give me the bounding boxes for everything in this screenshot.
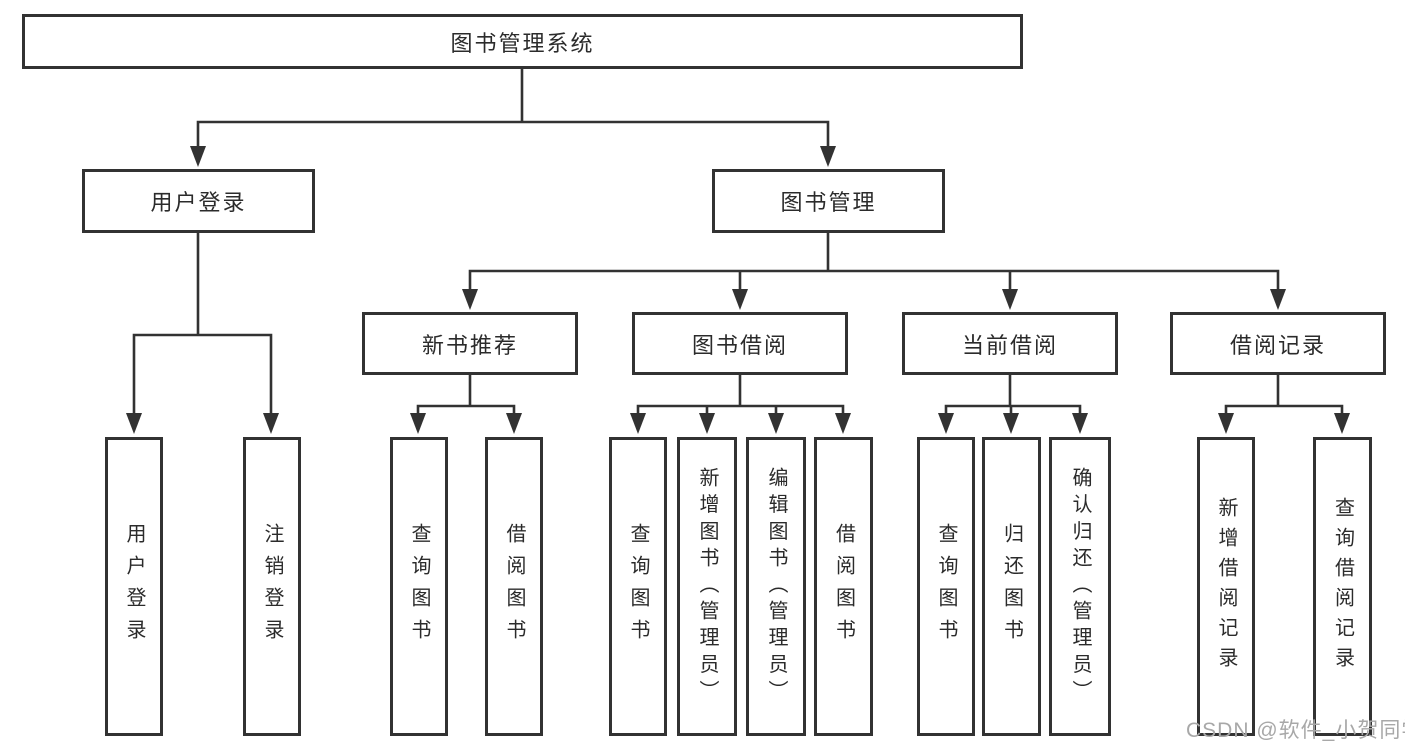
node-label: 确认归还（管理员）: [1069, 466, 1091, 707]
connector-book-mgmt-children: [468, 231, 1280, 295]
leaf-edit-book-admin: 编辑图书（管理员）: [746, 437, 806, 736]
arrowhead-icon: [630, 413, 646, 434]
leaf-confirm-return-admin: 确认归还（管理员）: [1049, 437, 1111, 736]
arrowhead-icon: [190, 146, 206, 167]
node-label: 查询图书: [935, 522, 957, 651]
node-user-login: 用户登录: [82, 169, 315, 233]
node-label: 新书推荐: [421, 332, 518, 358]
csdn-watermark: CSDN @软件_小贺同学: [1186, 719, 1405, 742]
arrowhead-icon: [732, 289, 748, 310]
node-label: 借阅记录: [1229, 332, 1326, 358]
leaf-logout: 注销登录: [243, 437, 301, 736]
arrowhead-icon: [410, 413, 426, 434]
leaf-query-book-2: 查询图书: [609, 437, 667, 736]
arrowhead-icon: [126, 413, 142, 434]
connector-user-login-children: [132, 231, 273, 420]
arrowhead-icon: [1072, 413, 1088, 434]
arrowhead-icon: [768, 413, 784, 434]
arrowhead-icon: [835, 413, 851, 434]
arrowhead-icon: [1270, 289, 1286, 310]
arrowhead-icon: [1334, 413, 1350, 434]
node-book-management: 图书管理: [712, 169, 945, 233]
node-label: 注销登录: [261, 522, 283, 651]
node-label: 归还图书: [1000, 522, 1023, 651]
leaf-add-book-admin: 新增图书（管理员）: [677, 437, 737, 736]
arrowhead-icon: [1218, 413, 1234, 434]
node-label: 用户登录: [123, 522, 145, 651]
node-label: 借阅图书: [832, 522, 855, 651]
node-library-management-system: 图书管理系统: [22, 14, 1023, 69]
leaf-query-book-3: 查询图书: [917, 437, 975, 736]
node-label: 查询借阅记录: [1331, 496, 1354, 677]
node-label: 查询图书: [627, 522, 649, 651]
connector-root-to-level2: [196, 67, 830, 152]
leaf-borrow-book-2: 借阅图书: [814, 437, 873, 736]
connector-book-borrow-children: [636, 373, 845, 420]
arrowhead-icon: [938, 413, 954, 434]
arrowhead-icon: [506, 413, 522, 434]
arrowhead-icon: [1003, 413, 1019, 434]
node-label: 编辑图书（管理员）: [765, 466, 787, 707]
node-label: 用户登录: [150, 190, 247, 215]
node-current-borrow: 当前借阅: [902, 312, 1118, 375]
node-book-borrow: 图书借阅: [632, 312, 848, 375]
node-label: 新增借阅记录: [1215, 496, 1237, 677]
leaf-query-book-1: 查询图书: [390, 437, 448, 736]
leaf-query-borrow-record: 查询借阅记录: [1313, 437, 1372, 736]
node-label: 新增图书（管理员）: [696, 466, 718, 707]
node-label: 当前借阅: [961, 332, 1058, 358]
node-new-book-recommend: 新书推荐: [362, 312, 578, 375]
connector-borrow-records-children: [1224, 373, 1344, 420]
leaf-user-login: 用户登录: [105, 437, 163, 736]
arrowhead-icon: [263, 413, 279, 434]
connector-new-book-children: [416, 373, 516, 420]
node-label: 图书借阅: [691, 332, 788, 358]
leaf-borrow-book-1: 借阅图书: [485, 437, 543, 736]
connector-current-borrow-children: [944, 373, 1082, 420]
arrowhead-icon: [1002, 289, 1018, 310]
arrowhead-icon: [699, 413, 715, 434]
node-label: 图书管理系统: [450, 30, 595, 56]
leaf-add-borrow-record: 新增借阅记录: [1197, 437, 1255, 736]
arrowhead-icon: [462, 289, 478, 310]
leaf-return-book: 归还图书: [982, 437, 1041, 736]
node-label: 查询图书: [408, 522, 430, 651]
node-borrow-records: 借阅记录: [1170, 312, 1386, 375]
node-label: 图书管理: [780, 190, 877, 215]
arrowhead-icon: [820, 146, 836, 167]
node-label: 借阅图书: [503, 522, 525, 651]
